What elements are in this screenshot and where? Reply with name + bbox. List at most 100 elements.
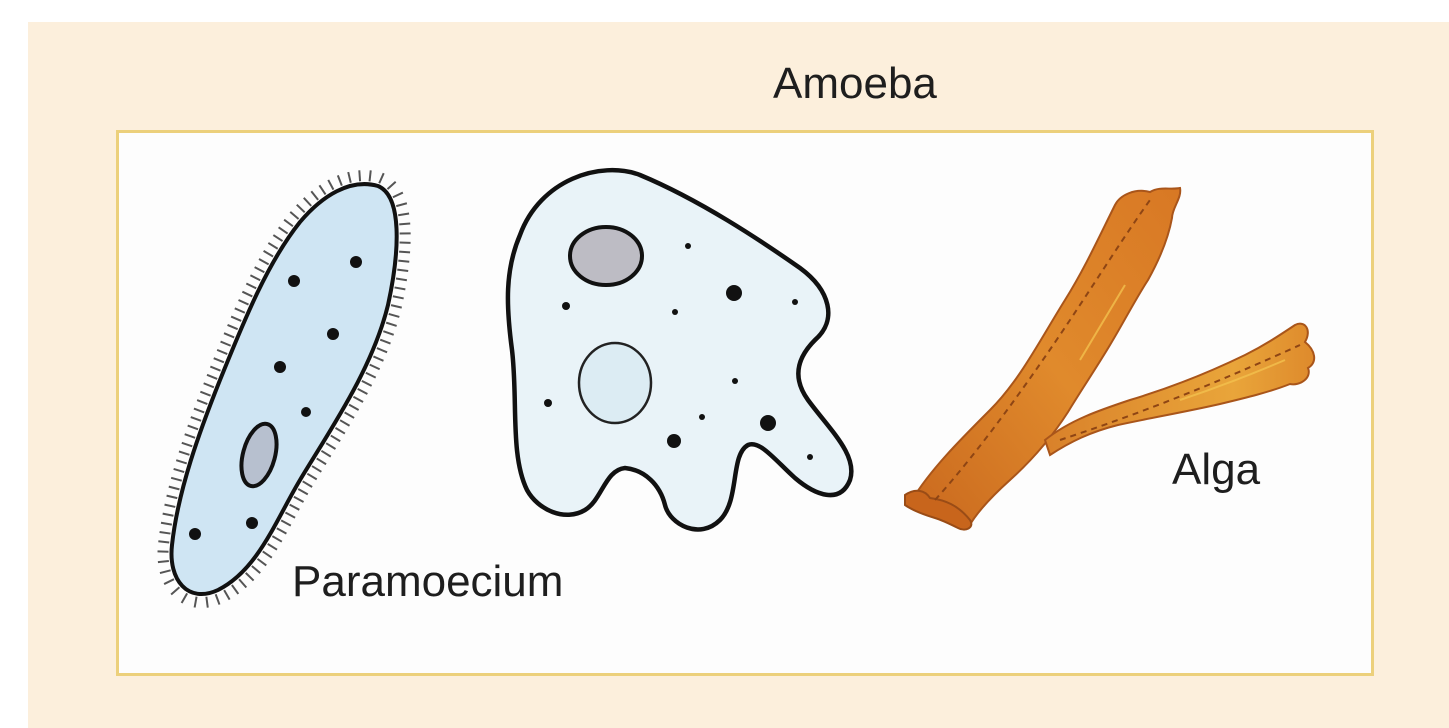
cilium bbox=[279, 227, 288, 233]
cilium bbox=[272, 536, 281, 542]
amoeba-vacuole bbox=[579, 343, 651, 423]
cilium bbox=[232, 585, 238, 594]
cilium bbox=[163, 514, 174, 516]
cilium bbox=[246, 573, 254, 581]
cilium bbox=[321, 451, 330, 457]
cilium bbox=[366, 373, 376, 378]
cilium bbox=[207, 375, 217, 379]
cilium bbox=[353, 397, 363, 402]
cilium bbox=[317, 458, 326, 464]
cilium bbox=[298, 489, 308, 494]
cilium bbox=[348, 172, 351, 183]
cilium bbox=[345, 412, 355, 418]
cilium bbox=[239, 300, 249, 305]
cilium bbox=[179, 451, 189, 454]
cilium bbox=[224, 333, 234, 337]
cilium bbox=[171, 478, 182, 481]
cilium bbox=[383, 331, 393, 335]
cilium bbox=[340, 420, 349, 426]
cilium bbox=[319, 185, 325, 194]
cilium bbox=[210, 367, 220, 371]
cilium bbox=[185, 434, 195, 438]
cilium bbox=[284, 220, 293, 227]
cilium bbox=[204, 383, 214, 387]
cilium bbox=[290, 212, 298, 219]
cilium bbox=[216, 594, 220, 604]
cilium bbox=[331, 436, 340, 442]
cilium bbox=[171, 587, 179, 594]
cilium bbox=[399, 252, 410, 253]
cilium bbox=[311, 191, 318, 200]
cilium bbox=[246, 283, 256, 288]
cilium bbox=[294, 497, 304, 502]
cilium bbox=[228, 325, 238, 329]
cilium bbox=[359, 170, 360, 181]
cilium bbox=[349, 405, 359, 410]
cilium bbox=[268, 243, 277, 249]
cilium bbox=[182, 443, 192, 446]
cilium bbox=[307, 474, 316, 480]
cilium bbox=[391, 305, 402, 307]
cilium bbox=[380, 340, 390, 344]
amoeba-label: Amoeba bbox=[773, 62, 937, 106]
cilium bbox=[158, 561, 169, 562]
cilium bbox=[224, 590, 229, 600]
cilium bbox=[255, 267, 265, 272]
cilium bbox=[335, 428, 344, 434]
cilium bbox=[397, 270, 408, 271]
cilium bbox=[195, 597, 197, 608]
cilium bbox=[158, 541, 169, 542]
cilium bbox=[161, 523, 172, 525]
cilium bbox=[304, 198, 311, 206]
cilium bbox=[379, 173, 383, 183]
cilium bbox=[231, 317, 241, 321]
cilium bbox=[362, 381, 372, 386]
cilium bbox=[399, 224, 410, 225]
cilium bbox=[169, 487, 180, 490]
amoeba-drawing bbox=[508, 170, 851, 529]
cilium bbox=[328, 180, 333, 190]
cilium bbox=[257, 559, 266, 566]
cilium bbox=[160, 570, 171, 573]
cilium bbox=[188, 426, 198, 430]
cilium bbox=[160, 532, 171, 534]
cilium bbox=[370, 365, 380, 370]
cilium bbox=[164, 579, 174, 584]
cilium bbox=[393, 193, 403, 198]
cilium bbox=[290, 505, 300, 510]
cilium bbox=[217, 350, 227, 354]
cilium bbox=[358, 389, 368, 394]
cilium bbox=[242, 292, 252, 297]
cilium bbox=[338, 175, 342, 185]
cilium bbox=[250, 275, 260, 280]
cilium bbox=[387, 182, 395, 189]
amoeba-nucleus bbox=[570, 227, 642, 285]
cilium bbox=[386, 323, 396, 326]
cilium bbox=[194, 409, 204, 413]
alga-upper-branch bbox=[912, 188, 1180, 528]
cilium bbox=[285, 513, 295, 518]
cilium bbox=[174, 469, 185, 472]
cilium bbox=[398, 214, 409, 216]
cilium bbox=[264, 251, 274, 257]
cilium bbox=[182, 593, 188, 603]
cilium bbox=[398, 261, 409, 262]
cilium bbox=[396, 203, 407, 206]
cilium bbox=[373, 356, 383, 360]
cilium bbox=[214, 358, 224, 362]
cilium bbox=[326, 443, 335, 449]
cilium bbox=[297, 205, 305, 213]
paramoecium-drawing bbox=[158, 170, 411, 607]
cilium bbox=[206, 597, 207, 608]
cilium bbox=[370, 170, 371, 181]
alga-label: Alga bbox=[1172, 448, 1260, 492]
cilium bbox=[273, 235, 282, 241]
cilium bbox=[303, 481, 312, 487]
cilium bbox=[396, 279, 407, 281]
cilium bbox=[263, 551, 272, 557]
cilium bbox=[393, 296, 404, 298]
cilium bbox=[377, 348, 387, 352]
cilium bbox=[312, 466, 321, 472]
cilium bbox=[235, 308, 245, 312]
